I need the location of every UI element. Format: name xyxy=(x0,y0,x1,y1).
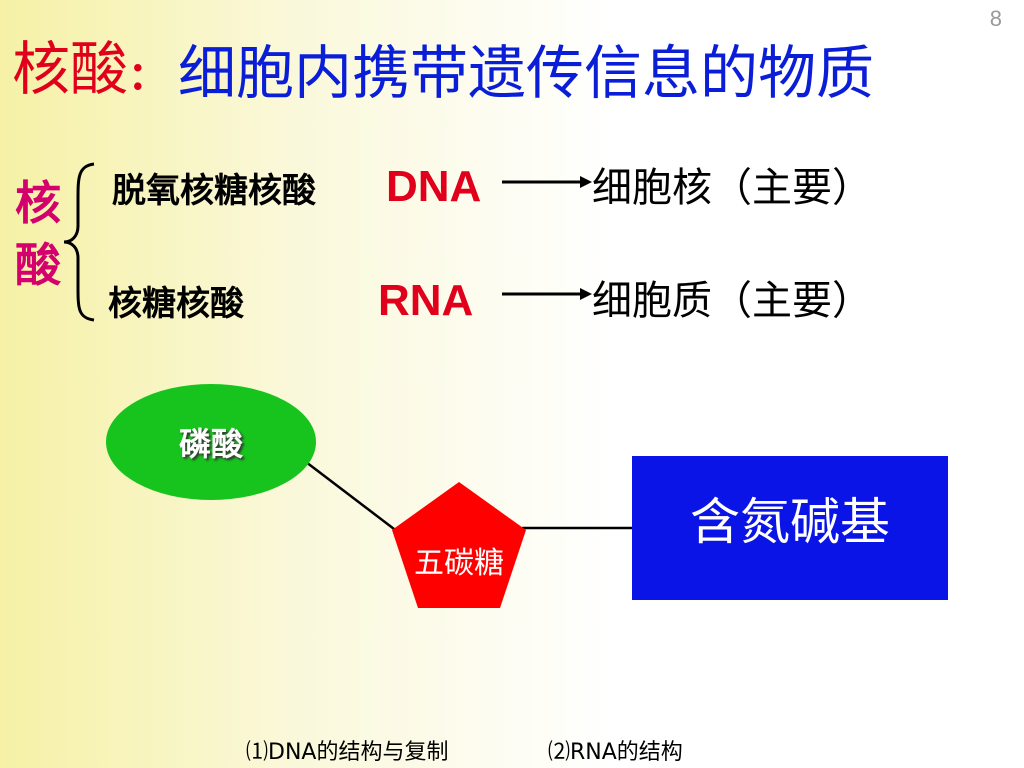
curly-brace xyxy=(63,162,95,322)
nitrogenous-base-label: 含氮碱基 xyxy=(690,493,890,551)
row-dna-location: 细胞核（主要） xyxy=(592,165,872,211)
side-label: 核 酸 xyxy=(10,172,66,296)
row-dna-name: 脱氧核糖核酸 xyxy=(112,171,316,211)
title-prefix: 核酸: xyxy=(12,35,148,103)
row-rna-location: 细胞质（主要） xyxy=(592,278,872,324)
arrow-right-icon xyxy=(502,288,592,300)
pentose-pentagon xyxy=(392,482,526,608)
slide-number: 8 xyxy=(989,6,1002,31)
nitrogenous-base-box: 含氮碱基 xyxy=(632,456,948,600)
side-label-char: 酸 xyxy=(15,238,61,292)
phosphate-ellipse: 磷酸 xyxy=(106,384,316,500)
row-rna-abbr: RNA xyxy=(378,276,474,325)
row-rna-name: 核糖核酸 xyxy=(108,284,244,324)
page-title: 细胞内携带遗传信息的物质 xyxy=(178,39,875,107)
phosphate-label: 磷酸 xyxy=(178,425,243,463)
side-label-char: 核 xyxy=(15,176,61,230)
pentose-label: 五碳糖 xyxy=(414,546,504,581)
arrow-right-icon xyxy=(502,176,592,188)
footer-link-rna[interactable]: ⑵RNA的结构 xyxy=(548,740,683,765)
row-dna-abbr: DNA xyxy=(386,162,482,211)
footer-link-dna[interactable]: ⑴DNA的结构与复制 xyxy=(246,740,449,765)
connector-phosphate-sugar xyxy=(305,461,399,533)
